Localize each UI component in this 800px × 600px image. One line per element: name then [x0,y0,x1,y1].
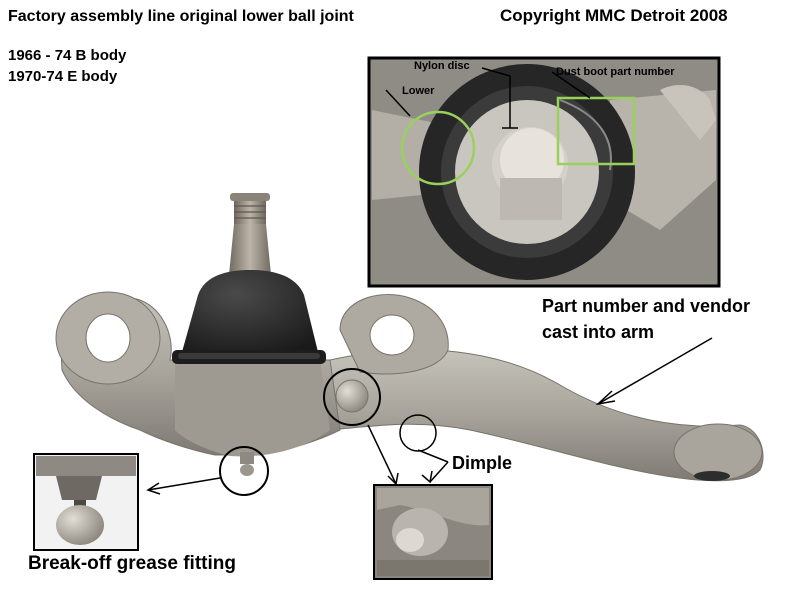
page-title: Factory assembly line original lower bal… [8,8,354,25]
grease-fitting-callout: Break-off grease fitting [28,553,236,574]
dust-boot-label: Dust boot part number [556,66,675,78]
boot-closeup-inset [367,56,721,288]
copyright-notice: Copyright MMC Detroit 2008 [500,6,728,25]
grease-callout-circle [219,446,269,496]
arrows [146,337,713,495]
knob-callout-circle [323,368,381,426]
part-number-callout-line1: Part number and vendor [542,296,751,316]
ball-stud [228,193,272,285]
control-arm [55,291,764,482]
lower-label: Lower [402,85,435,97]
body-applicability-line2: 1970-74 E body [8,68,118,85]
grease-fitting-inset [33,453,139,551]
dimple-closeup-inset [373,484,493,580]
nylon-disc-label: Nylon disc [414,60,470,72]
body-applicability-line1: 1966 - 74 B body [8,47,127,64]
dimple-callout-circle [399,414,437,452]
part-number-callout-line2: cast into arm [542,322,655,342]
dust-boot [172,270,326,364]
dimple-callout: Dimple [452,453,513,473]
